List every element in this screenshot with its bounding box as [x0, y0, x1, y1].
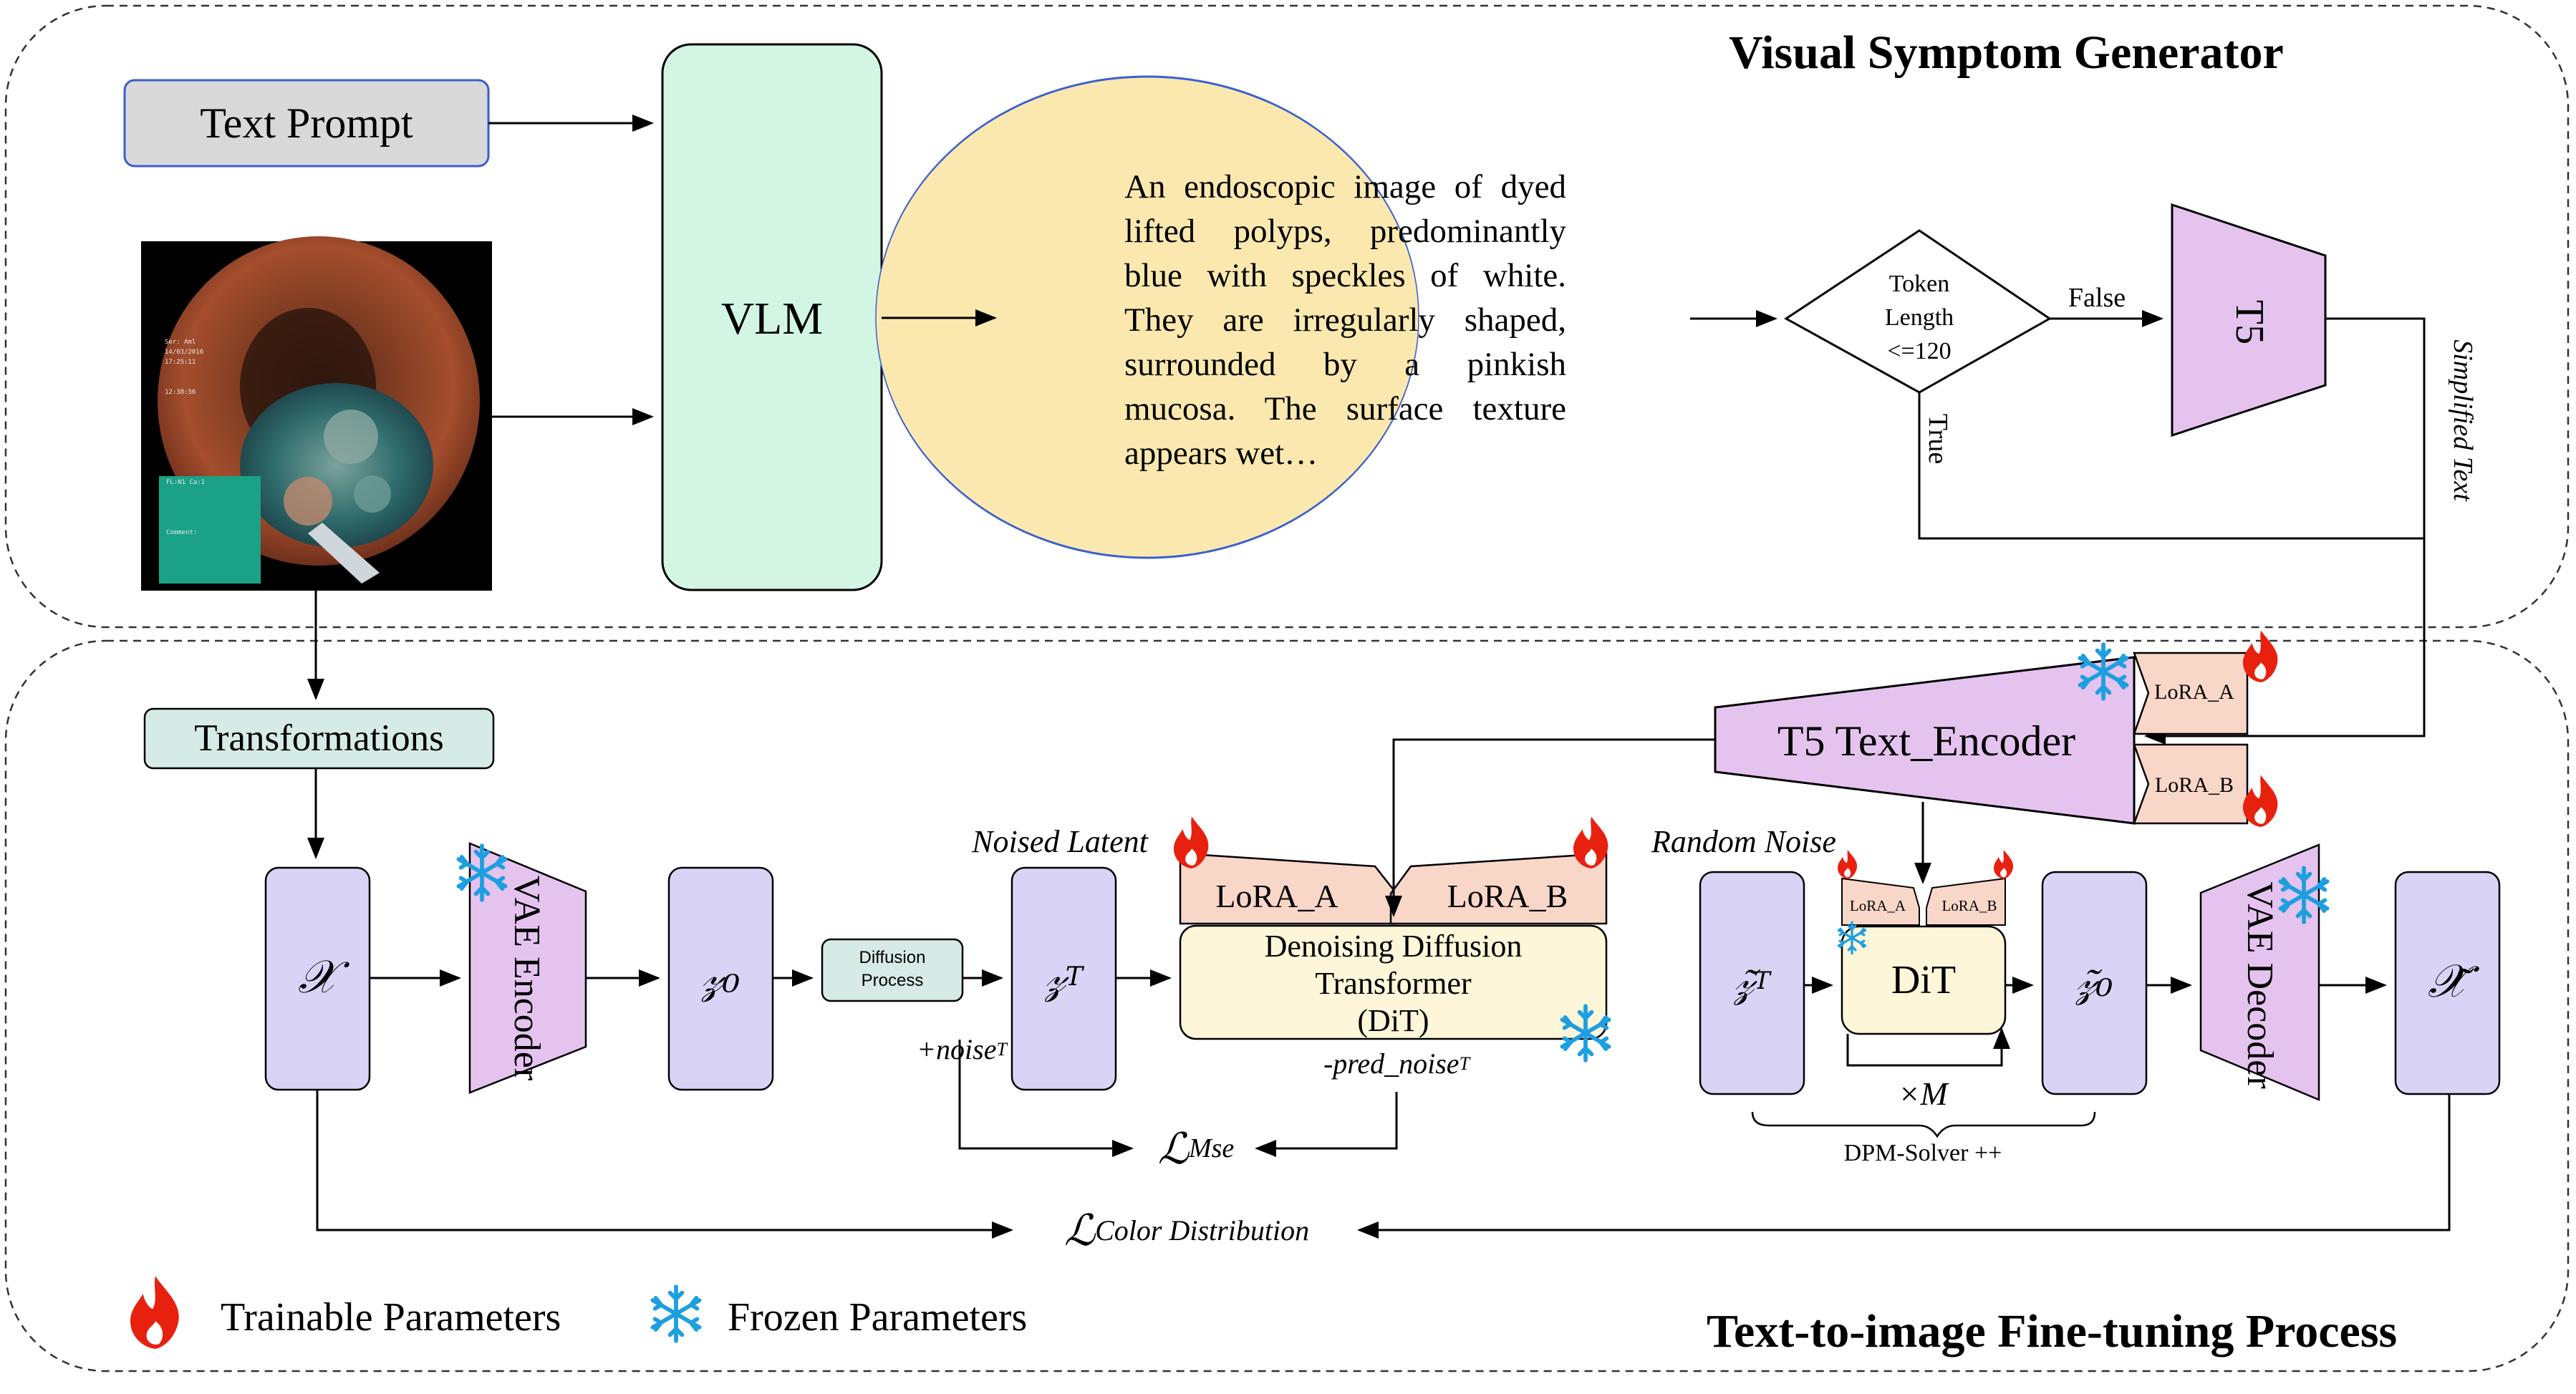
flame-icon [130, 1276, 179, 1349]
z0-tilde-label: 𝓏̃₀ [2075, 957, 2113, 1007]
finetune-region [4, 639, 2570, 1373]
small-lora-b [1926, 877, 2006, 926]
finetune-title: Text-to-image Fine-tuning Process [1707, 1305, 2398, 1357]
zt-tilde-label: 𝓏̃T [1700, 949, 1804, 1014]
vlm-label: VLM [720, 292, 824, 344]
transformations-box [143, 707, 495, 770]
times-m-label: ×M [1898, 1075, 1948, 1112]
diffusion-process-line: Process [861, 971, 924, 990]
legend-frozen: Frozen Parameters [728, 1295, 1028, 1340]
small-lora-b-label: LoRA_B [1941, 897, 1997, 915]
small-dit-box [1841, 925, 2007, 1035]
image-overlay-line: 14/03/2016 [165, 349, 203, 356]
x-tilde-label: 𝒳̃ [2427, 954, 2468, 1008]
encoder-lora-b [2133, 743, 2249, 825]
t5-encoder-label: T5 Text_Encoder [1777, 717, 2076, 765]
dit-label: Denoising Diffusion Transformer (DiT) [1180, 928, 1606, 1040]
transformations-label: Transformations [194, 717, 444, 760]
dit-lora-a-label: LoRA_A [1215, 877, 1338, 914]
vae-encoder-label: VAE Encoder [506, 875, 547, 1081]
t5-label: T5 [2227, 299, 2272, 345]
text-prompt-label: Text Prompt [200, 100, 413, 147]
simplified-text-label: Simplified Text [2447, 339, 2478, 501]
pred-noise-subscript: T [1459, 1052, 1470, 1074]
zt-tilde-subscript: T [1754, 967, 1770, 996]
image-overlay-line: FL:N1 Ca:1 [166, 479, 205, 486]
z0-label: 𝓏₀ [701, 950, 741, 1003]
small-lora-a-label: LoRA_A [1849, 897, 1906, 915]
dit-lora-b-label: LoRA_B [1447, 877, 1568, 914]
decision-label: Token Length <=120 [1833, 267, 2005, 368]
x-tilde-box [2394, 871, 2501, 1095]
zt-tilde-box [1699, 871, 1805, 1095]
dit-line: Denoising Diffusion [1264, 929, 1523, 964]
image-overlay-line: 17:25:11 [165, 359, 196, 366]
solver-label: DPM-Solver ++ [1843, 1140, 2002, 1167]
loss-color-symbol: ℒ [1063, 1206, 1096, 1256]
zt-symbol: 𝓏 [1045, 950, 1066, 1003]
decision-line: Token [1888, 271, 1950, 297]
encoder-lora-a [2133, 652, 2249, 735]
encoder-lora-b-label: LoRA_B [2154, 773, 2234, 797]
zt-subscript: T [1065, 962, 1083, 992]
description-ellipse [875, 75, 1419, 559]
endoscopic-image: Ser: Aml 14/03/2016 17:25:11 12:38:56 Co… [141, 236, 492, 591]
zt-tilde-symbol: 𝓏̃ [1734, 957, 1755, 1007]
true-label: True [1922, 413, 1953, 465]
solver-brace [1751, 1111, 2096, 1138]
pred-noise-text: -pred_noise [1323, 1047, 1460, 1080]
loss-mse-symbol: ℒ [1157, 1124, 1189, 1174]
generator-region [4, 4, 2570, 629]
t5-trapezoid [2171, 203, 2327, 437]
generator-title: Visual Symptom Generator [1729, 26, 2284, 79]
loss-mse-subscript: Mse [1188, 1133, 1235, 1164]
vae-decoder-trapezoid [2199, 843, 2320, 1101]
dit-line: (DiT) [1357, 1003, 1429, 1038]
small-lora-a [1841, 877, 1920, 926]
image-overlay-line: Ser: Aml [165, 339, 196, 346]
diffusion-process-line: Diffusion [859, 948, 926, 967]
diffusion-process-box [821, 938, 964, 1002]
z0-tilde-box [2041, 871, 2148, 1095]
flame-icon [1994, 850, 2014, 879]
false-label: False [2068, 283, 2126, 314]
legend-trainable: Trainable Parameters [221, 1295, 561, 1340]
image-overlay-line: 12:38:56 [165, 389, 196, 396]
noise-plus-subscript: T [996, 1038, 1007, 1060]
decision-line: <=120 [1887, 338, 1952, 364]
loss-color-subscript: Color Distribution [1095, 1214, 1310, 1247]
flame-icon [2243, 630, 2278, 682]
decision-line: Length [1884, 304, 1954, 331]
encoder-lora-a-label: LoRA_A [2154, 679, 2234, 704]
dit-box [1179, 924, 1608, 1040]
x-label: 𝒳 [297, 950, 338, 1004]
small-dit-label: DiT [1891, 958, 1957, 1003]
diffusion-process-label: Diffusion Process [822, 947, 963, 992]
noised-latent-label: Noised Latent [972, 823, 1148, 859]
random-noise-label: Random Noise [1651, 823, 1836, 859]
vae-encoder-trapezoid [468, 842, 587, 1094]
dit-line: Transformer [1315, 966, 1472, 1001]
vae-decoder-label: VAE Decoder [2239, 881, 2280, 1089]
image-overlay-line: Comment: [166, 529, 197, 536]
noise-plus-text: +noise [917, 1033, 997, 1065]
snowflake-icon [652, 1287, 699, 1341]
description-text: An endoscopic image of dyed lifted polyp… [1124, 168, 1566, 472]
flame-icon [2243, 775, 2278, 827]
